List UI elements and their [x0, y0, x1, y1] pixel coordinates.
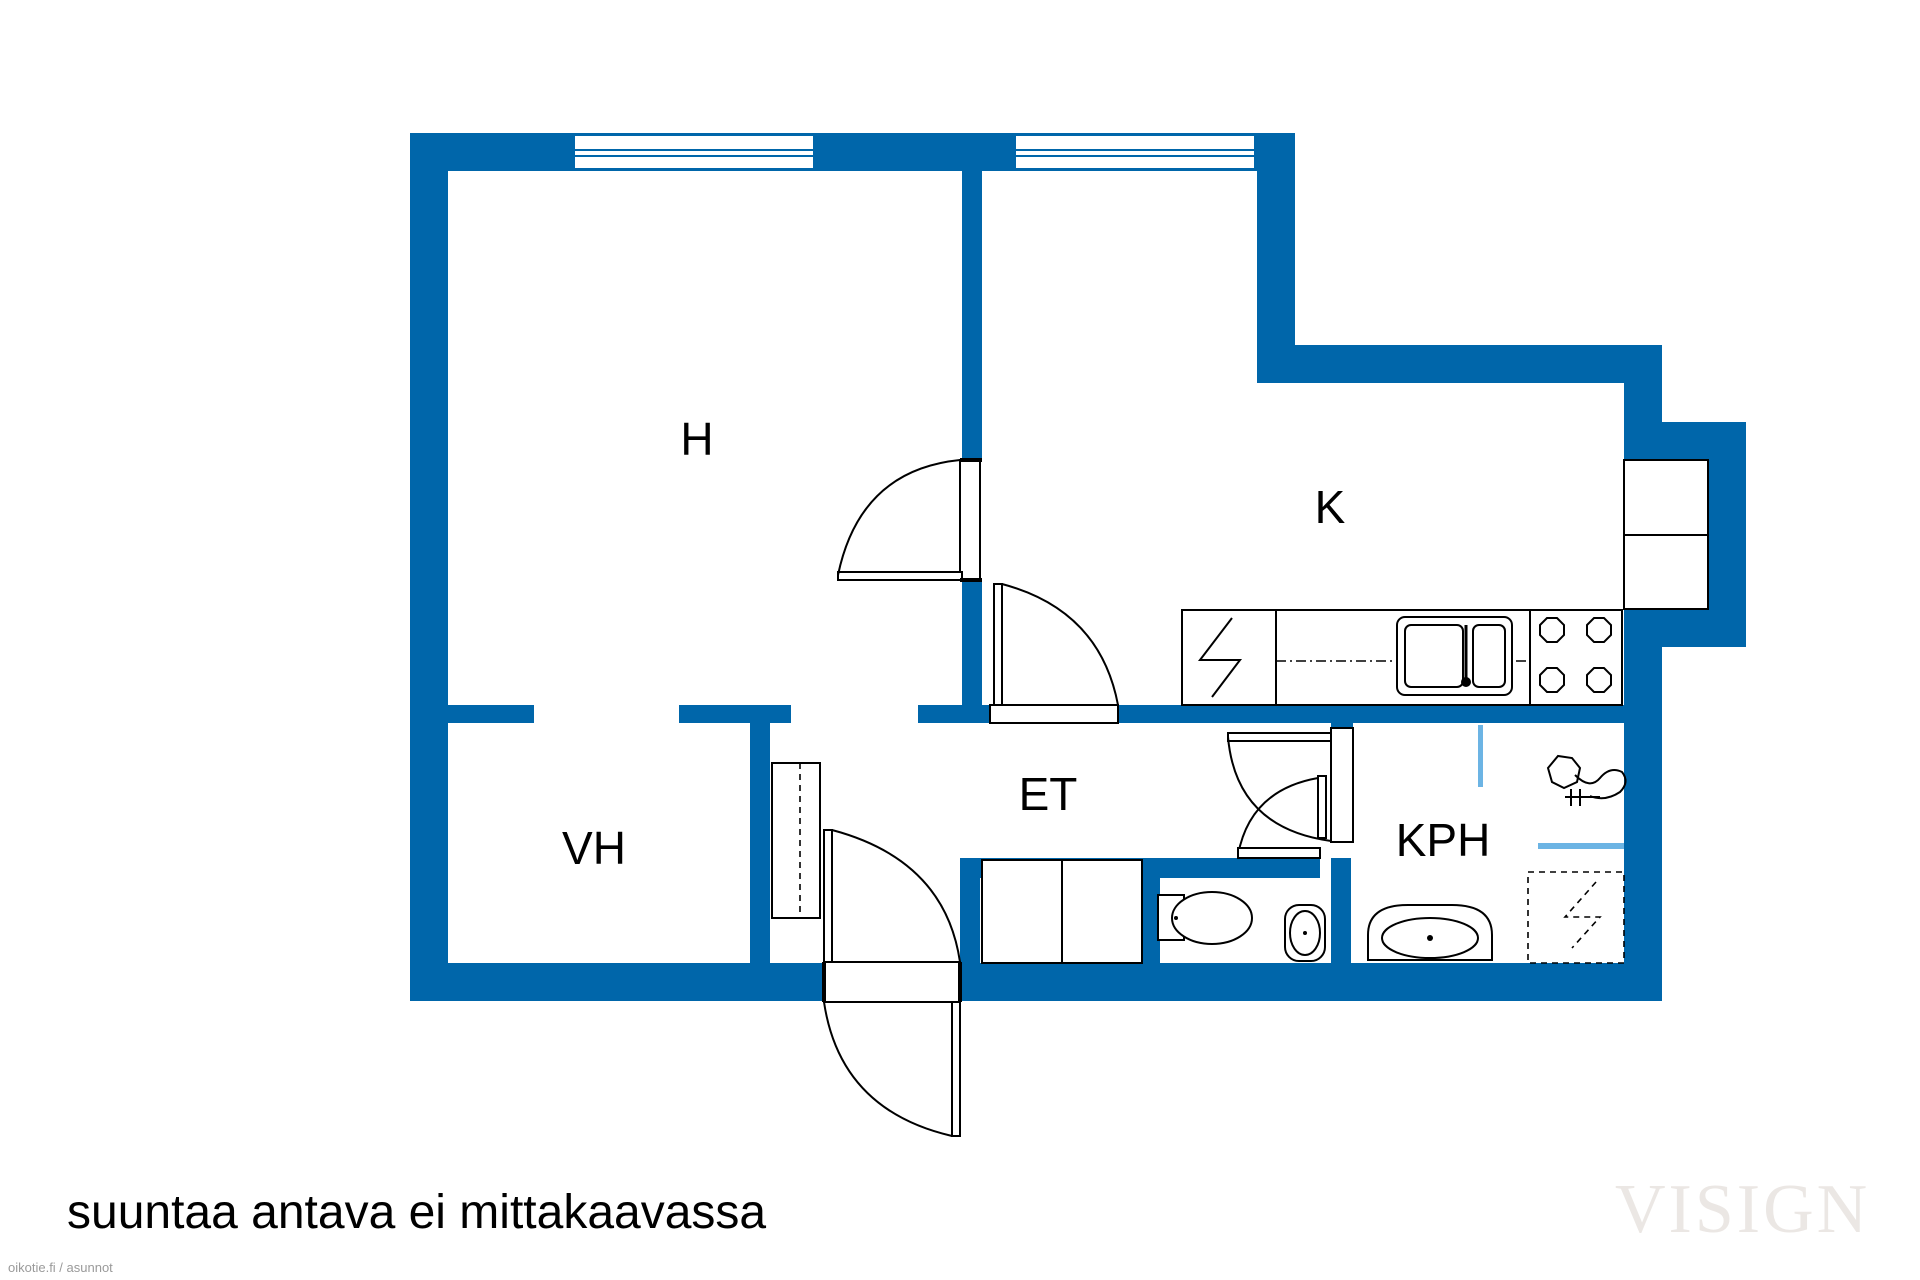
room-label-kph: KPH	[1396, 814, 1491, 866]
scale-disclaimer: suuntaa antava ei mittakaavassa	[67, 1186, 767, 1239]
room-label-h: H	[680, 413, 713, 465]
door-bedroom[interactable]	[837, 458, 982, 582]
bathroom-sink-icon	[1367, 904, 1493, 961]
window-kitchen	[1014, 134, 1256, 170]
shower-area	[1527, 871, 1625, 964]
brand-watermark: VISIGN	[1615, 1171, 1871, 1248]
shoe-rack	[771, 762, 821, 919]
source-credit: oikotie.fi / asunnot	[8, 1260, 113, 1275]
wc-sink-icon	[1284, 904, 1326, 962]
room-label-k: K	[1315, 481, 1346, 533]
room-label-et: ET	[1019, 768, 1078, 820]
fridge-icon	[1197, 617, 1243, 698]
door-entrance[interactable]	[822, 829, 962, 1137]
wardrobes	[981, 859, 1143, 964]
door-bathroom[interactable]	[1227, 727, 1354, 859]
stove-icon	[1539, 617, 1612, 693]
sink-icon	[1396, 616, 1513, 696]
kitchen-cabinet	[1623, 459, 1709, 610]
door-kitchen[interactable]	[989, 583, 1119, 724]
shower-faucet-icon	[1546, 754, 1627, 806]
toilet-icon	[1157, 891, 1253, 945]
shower-wall-lines	[1478, 725, 1624, 849]
room-label-vh: VH	[562, 822, 626, 874]
window-bedroom	[573, 134, 815, 170]
